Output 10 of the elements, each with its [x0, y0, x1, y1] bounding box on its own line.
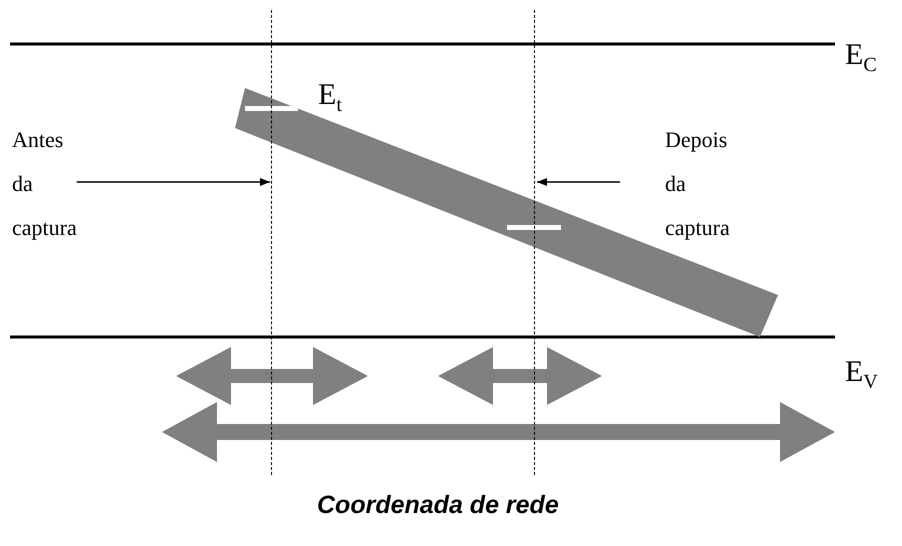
- dashed-line: [534, 10, 535, 475]
- band-energy-label: E$_{C}$: [845, 38, 877, 78]
- annotation-text: Antes da captura: [12, 118, 77, 250]
- leader-arrow: [76, 178, 270, 186]
- dashed-line: [271, 10, 272, 475]
- axis-label: Coordenada de rede: [317, 490, 559, 521]
- band-energy-label: E$_{V}$: [845, 355, 878, 395]
- leader-arrow: [537, 178, 620, 186]
- annotation-text: Depois da captura: [620, 118, 730, 250]
- trap-energy-label: E$_{t}$: [318, 78, 342, 118]
